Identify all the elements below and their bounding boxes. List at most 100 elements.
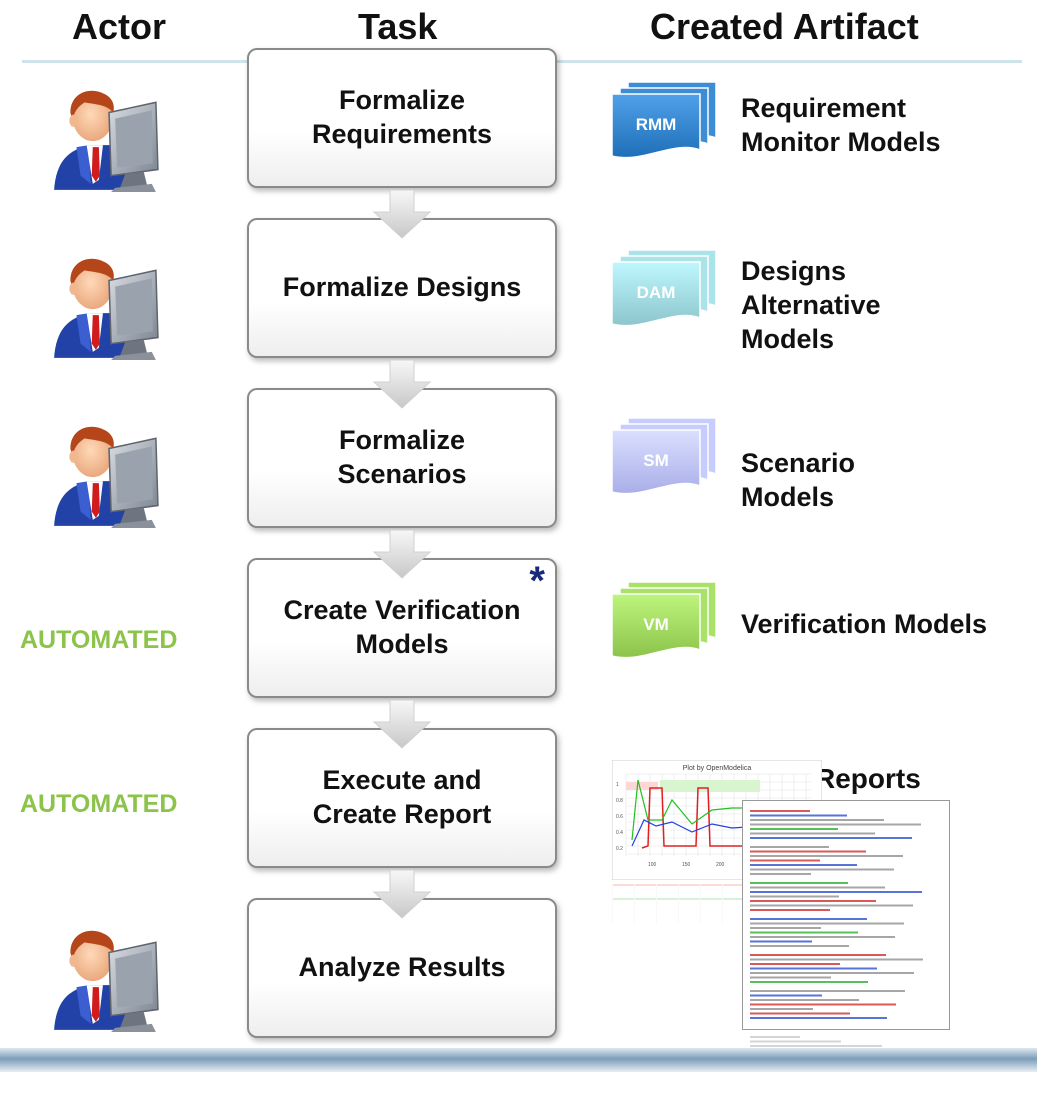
report-text-line bbox=[750, 891, 922, 893]
automated-label: AUTOMATED bbox=[20, 626, 178, 654]
report-text-line bbox=[750, 1045, 882, 1047]
document-sheet bbox=[612, 429, 701, 495]
sm-document-stack-icon: SM bbox=[612, 418, 717, 495]
down-arrow-icon bbox=[372, 700, 432, 750]
artifact-abbreviation: VM bbox=[643, 615, 669, 634]
report-text-line bbox=[750, 981, 868, 983]
report-text-line bbox=[750, 1003, 896, 1006]
plot-y-tick-label: 0.2 bbox=[616, 846, 623, 852]
plot-x-tick-label: 200 bbox=[716, 862, 725, 868]
plot-y-tick-label: 0.8 bbox=[616, 798, 623, 804]
task-formalize-requirements: Formalize Requirements bbox=[247, 48, 557, 188]
bottom-decoration-bar bbox=[0, 1048, 1037, 1072]
artifact-abbreviation: SM bbox=[643, 451, 669, 470]
report-text-line bbox=[750, 967, 877, 970]
report-text-line bbox=[750, 927, 821, 929]
report-text-line bbox=[750, 828, 838, 830]
report-text-line bbox=[750, 909, 830, 911]
report-text-line bbox=[750, 945, 849, 947]
down-arrow-icon bbox=[372, 190, 432, 240]
report-text-line bbox=[750, 931, 858, 934]
plot-y-tick-label: 1 bbox=[616, 782, 619, 788]
report-text-line bbox=[750, 1008, 813, 1010]
artifact-name-vm: Verification Models bbox=[741, 609, 988, 639]
artifact-name-sm: Scenario Models bbox=[741, 448, 856, 512]
artifact-column-header: Created Artifact bbox=[650, 6, 919, 47]
actor-column-header: Actor bbox=[72, 6, 167, 47]
document-sheet bbox=[612, 593, 701, 659]
artifact-name-reports: Reports bbox=[815, 763, 921, 794]
automated-label: AUTOMATED bbox=[20, 790, 178, 818]
report-text-line bbox=[750, 823, 921, 826]
task-label: Formalize Designs bbox=[282, 272, 522, 303]
report-document-thumbnail bbox=[742, 800, 950, 1030]
report-text-line bbox=[750, 882, 848, 884]
asterisk-marker: * bbox=[529, 559, 545, 603]
report-text-line bbox=[750, 999, 859, 1001]
actor-person-icon bbox=[50, 418, 162, 530]
report-text-line bbox=[750, 972, 914, 974]
task-create-verification-models: Create Verification Models * bbox=[247, 558, 557, 698]
task-analyze-results: Analyze Results bbox=[247, 898, 557, 1038]
report-text-line bbox=[750, 819, 884, 821]
task-label: Formalize Scenarios bbox=[337, 425, 467, 489]
task-execute-and-create-report: Execute and Create Report bbox=[247, 728, 557, 868]
task-label: Formalize Requirements bbox=[311, 85, 493, 149]
task-column-header: Task bbox=[358, 6, 438, 47]
task-label: Execute and Create Report bbox=[312, 765, 492, 829]
report-text-line bbox=[750, 918, 867, 920]
report-text-line bbox=[750, 900, 876, 902]
artifact-name-rmm: Requirement Monitor Models bbox=[741, 93, 941, 157]
dam-document-stack-icon: DAM bbox=[612, 250, 717, 327]
actor-person-icon bbox=[50, 82, 162, 194]
report-text-line bbox=[750, 976, 831, 979]
plot-x-tick-label: 100 bbox=[648, 862, 657, 868]
report-text-line bbox=[750, 1036, 800, 1038]
report-text-line bbox=[750, 895, 839, 898]
report-text-line bbox=[750, 846, 829, 848]
down-arrow-icon bbox=[372, 360, 432, 410]
report-text-line bbox=[750, 963, 840, 965]
artifact-abbreviation: DAM bbox=[637, 283, 676, 302]
plot-reflection bbox=[612, 884, 752, 924]
report-text-line bbox=[750, 832, 875, 835]
report-text-line bbox=[750, 990, 905, 992]
report-text-line bbox=[750, 922, 904, 925]
document-sheet bbox=[612, 93, 701, 159]
report-text-line bbox=[750, 940, 812, 943]
report-text-line bbox=[750, 936, 895, 938]
plot-y-tick-label: 0.6 bbox=[616, 814, 623, 820]
down-arrow-icon bbox=[372, 870, 432, 920]
down-arrow-icon bbox=[372, 530, 432, 580]
actor-person-icon bbox=[50, 922, 162, 1034]
report-text-line bbox=[750, 958, 923, 961]
plot-title: Plot by OpenModelica bbox=[683, 765, 752, 772]
artifact-name-dam: Designs Alternative Models bbox=[741, 256, 881, 354]
report-text-line bbox=[750, 810, 810, 812]
plot-x-tick-label: 150 bbox=[682, 862, 691, 868]
report-text-line bbox=[750, 954, 886, 956]
rmm-document-stack-icon: RMM bbox=[612, 82, 717, 159]
artifact-abbreviation: RMM bbox=[636, 115, 677, 134]
report-text-line bbox=[750, 837, 912, 839]
report-text-line bbox=[750, 850, 866, 853]
report-text-line bbox=[750, 868, 894, 871]
report-text-line bbox=[750, 864, 857, 866]
task-label: Analyze Results bbox=[298, 952, 506, 983]
task-label: Create Verification Models bbox=[283, 595, 521, 659]
report-text-line bbox=[750, 904, 913, 907]
report-text-line bbox=[750, 873, 811, 875]
actor-person-icon bbox=[50, 250, 162, 362]
document-sheet bbox=[612, 261, 701, 327]
report-text-line bbox=[750, 1017, 887, 1019]
report-text-line bbox=[750, 855, 903, 857]
task-formalize-designs: Formalize Designs bbox=[247, 218, 557, 358]
report-text-line bbox=[750, 859, 820, 862]
report-text-line bbox=[750, 994, 822, 997]
vm-document-stack-icon: VM bbox=[612, 582, 717, 659]
plot-y-tick-label: 0.4 bbox=[616, 830, 623, 836]
report-text-line bbox=[750, 1040, 841, 1043]
report-text-line bbox=[750, 886, 885, 889]
report-text-line bbox=[750, 814, 847, 817]
report-text-line bbox=[750, 1012, 850, 1015]
